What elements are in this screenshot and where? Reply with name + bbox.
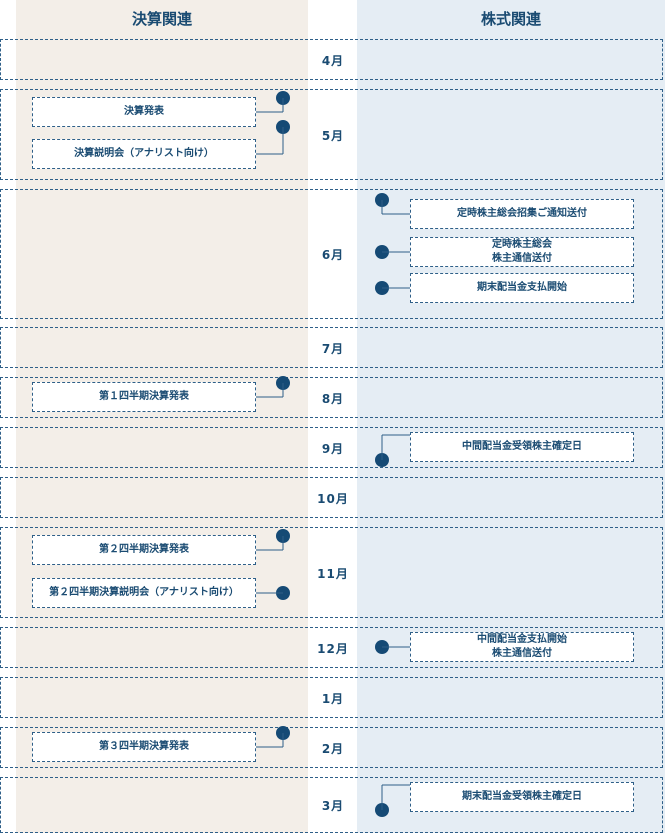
month-label: 2月: [321, 741, 345, 756]
month-label: 11月: [317, 566, 349, 581]
right-column-background: [357, 0, 665, 833]
left-event-box: 第２四半期決算説明会（アナリスト向け）: [32, 578, 256, 608]
month-row: [0, 627, 663, 668]
month-row: [0, 327, 663, 368]
month-row: [0, 677, 663, 718]
month-row: [0, 89, 663, 180]
event-dot: [276, 586, 290, 600]
month-row: [0, 427, 663, 468]
month-label: 7月: [321, 341, 345, 356]
event-dot: [276, 529, 290, 543]
right-event-box: 定時株主総会 株主通信送付: [410, 237, 634, 267]
month-row: [0, 477, 663, 518]
right-event-box: 定時株主総会招集ご通知送付: [410, 199, 634, 229]
month-label: 9月: [321, 441, 345, 456]
left-event-box: 決算発表: [32, 97, 256, 127]
left-event-box: 第２四半期決算発表: [32, 535, 256, 565]
month-label: 8月: [321, 391, 345, 406]
event-dot: [375, 245, 389, 259]
left-column-background: [16, 0, 308, 833]
month-label: 3月: [321, 799, 345, 813]
month-label: 4月: [321, 53, 345, 68]
month-label: 10月: [317, 491, 349, 506]
month-label: 1月: [321, 691, 345, 706]
month-row: [0, 527, 663, 618]
month-row: [0, 377, 663, 418]
event-dot: [276, 726, 290, 740]
month-label: 5月: [321, 128, 345, 143]
event-dot: [375, 803, 389, 817]
event-dot: [375, 640, 389, 654]
month-row: [0, 189, 663, 319]
right-event-box: 期末配当金支払開始: [410, 273, 634, 303]
left-column-header: 決算関連: [131, 10, 192, 28]
event-dot: [276, 376, 290, 390]
month-row: [0, 39, 663, 80]
left-event-box: 第１四半期決算発表: [32, 382, 256, 412]
event-dot: [375, 193, 389, 207]
left-event-box: 決算説明会（アナリスト向け）: [32, 139, 256, 169]
event-dot: [276, 91, 290, 105]
month-label: 12月: [317, 641, 349, 656]
event-dot: [375, 453, 389, 467]
right-event-box: 中間配当金受領株主確定日: [410, 432, 634, 462]
right-event-box: 期末配当金受領株主確定日: [410, 782, 634, 812]
right-column-header: 株式関連: [480, 10, 541, 28]
month-label: 6月: [321, 248, 345, 262]
event-dot: [276, 120, 290, 134]
left-event-box: 第３四半期決算発表: [32, 732, 256, 762]
right-event-box: 中間配当金支払開始 株主通信送付: [410, 632, 634, 662]
event-dot: [375, 281, 389, 295]
month-row: [0, 727, 663, 768]
